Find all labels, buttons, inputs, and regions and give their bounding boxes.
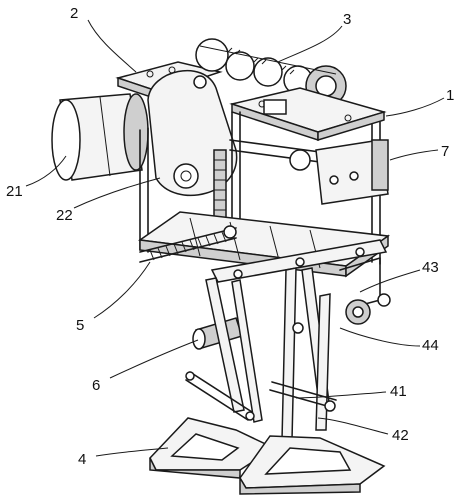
- top-plate-right: [229, 87, 387, 142]
- label-7: 7: [441, 143, 449, 160]
- motor-housing: [51, 93, 149, 181]
- lead-screw: [139, 225, 237, 263]
- label-3: 3: [343, 11, 351, 28]
- label-5: 5: [76, 317, 84, 334]
- leader-lines: [25, 19, 445, 457]
- label-43: 43: [422, 259, 439, 276]
- label-2: 2: [70, 5, 78, 22]
- label-22: 22: [56, 207, 73, 224]
- label-41: 41: [390, 383, 407, 400]
- label-44: 44: [422, 337, 439, 354]
- leg-linkage-right: [269, 267, 337, 441]
- label-1: 1: [446, 87, 454, 104]
- label-42: 42: [392, 427, 409, 444]
- foot-right: [239, 435, 386, 495]
- label-6: 6: [92, 377, 100, 394]
- side-unit: [289, 139, 389, 205]
- leg-linkage-left: [185, 277, 263, 423]
- gear-train: [195, 38, 347, 107]
- right-bracket: [339, 257, 391, 325]
- label-4: 4: [78, 451, 86, 468]
- label-21: 21: [6, 183, 23, 200]
